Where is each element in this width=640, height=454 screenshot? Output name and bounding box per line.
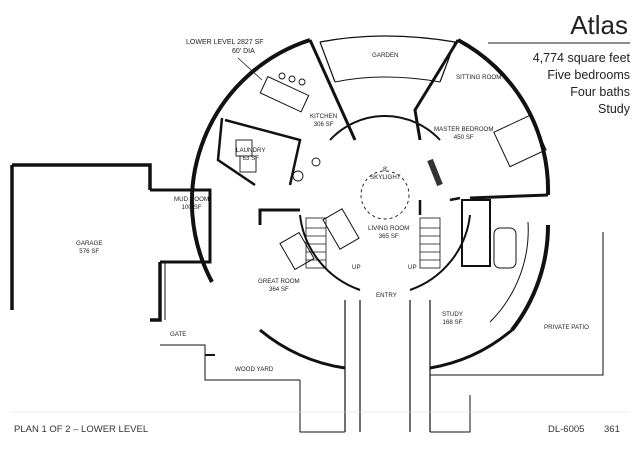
label-mud-room: MUD ROOM 100 SF [174, 196, 209, 212]
label-garden: GARDEN [372, 52, 399, 59]
dome-outer-wall-right [457, 38, 551, 196]
garden-glass [319, 35, 456, 43]
living-room-name: LIVING ROOM [368, 225, 410, 232]
detail-baths: Four baths [570, 85, 630, 99]
study-area: 168 SF [442, 319, 463, 326]
stairs-right [419, 217, 441, 269]
label-garage: GARAGE 576 SF [76, 240, 102, 256]
master-bedroom-name: MASTER BEDROOM [434, 126, 494, 133]
footer-page-number: 361 [604, 424, 620, 435]
label-study: STUDY 168 SF [442, 311, 463, 327]
label-sitting-room: SITTING ROOM [456, 74, 502, 81]
mud-room-name: MUD ROOM [174, 196, 210, 203]
plan-details: 4,774 square feet Five bedrooms Four bat… [533, 50, 630, 118]
label-stairs-up-left: UP [352, 264, 361, 271]
kitchen-island [259, 75, 310, 113]
garage-walls [10, 163, 162, 322]
master-bedroom-area: 450 SF [453, 134, 474, 141]
label-master-bedroom: MASTER BEDROOM 450 SF [434, 126, 493, 142]
label-kitchen: KITCHEN 306 SF [310, 113, 337, 129]
plan-title: Atlas [570, 10, 628, 40]
label-entry: ENTRY [376, 292, 397, 299]
footer-plan-code: DL-6005 [548, 424, 585, 435]
label-living-room: LIVING ROOM 365 SF [368, 225, 409, 241]
garage-name: GARAGE [76, 240, 103, 247]
lower-level-label: LOWER LEVEL 2827 SF [186, 39, 264, 46]
kitchen-area: 306 SF [313, 121, 334, 128]
label-laundry: LAUNDRY 63 SF [236, 147, 265, 163]
dome-outer-wall-bottom [259, 328, 346, 370]
mud-room-area: 100 SF [181, 204, 202, 211]
entry-walkway [344, 300, 431, 432]
skylight-name: SKYLIGHT [370, 174, 401, 181]
label-wood-yard: WOOD YARD [235, 366, 274, 373]
label-stairs-up-right: UP [408, 264, 417, 271]
kitchen-name: KITCHEN [310, 113, 338, 120]
laundry-name: LAUNDRY [236, 147, 266, 154]
detail-square-feet: 4,774 square feet [532, 51, 630, 65]
label-gate: GATE [170, 331, 187, 338]
living-room-area: 365 SF [378, 233, 399, 240]
detail-bedrooms: Five bedrooms [547, 68, 630, 82]
label-private-patio: PRIVATE PATIO [544, 324, 589, 331]
garage-area: 576 SF [79, 248, 100, 255]
footer-plan-label: PLAN 1 OF 2 – LOWER LEVEL [14, 424, 149, 435]
great-room-area: 364 SF [268, 286, 289, 293]
study-name: STUDY [442, 311, 463, 318]
dome-outer-wall [189, 38, 311, 283]
skylight-size: 8' [382, 166, 388, 173]
stairs-left [305, 217, 327, 269]
master-bed [493, 114, 547, 168]
label-skylight: 8' SKYLIGHT [370, 166, 401, 182]
diameter-label: 60' DIA [232, 48, 255, 55]
label-great-room: GREAT ROOM 364 SF [258, 278, 300, 294]
great-room-name: GREAT ROOM [258, 278, 300, 285]
dome-outer-wall-right-lower [510, 224, 551, 332]
skylight-circle [360, 170, 410, 220]
detail-study: Study [598, 102, 630, 116]
laundry-area: 63 SF [242, 155, 259, 162]
